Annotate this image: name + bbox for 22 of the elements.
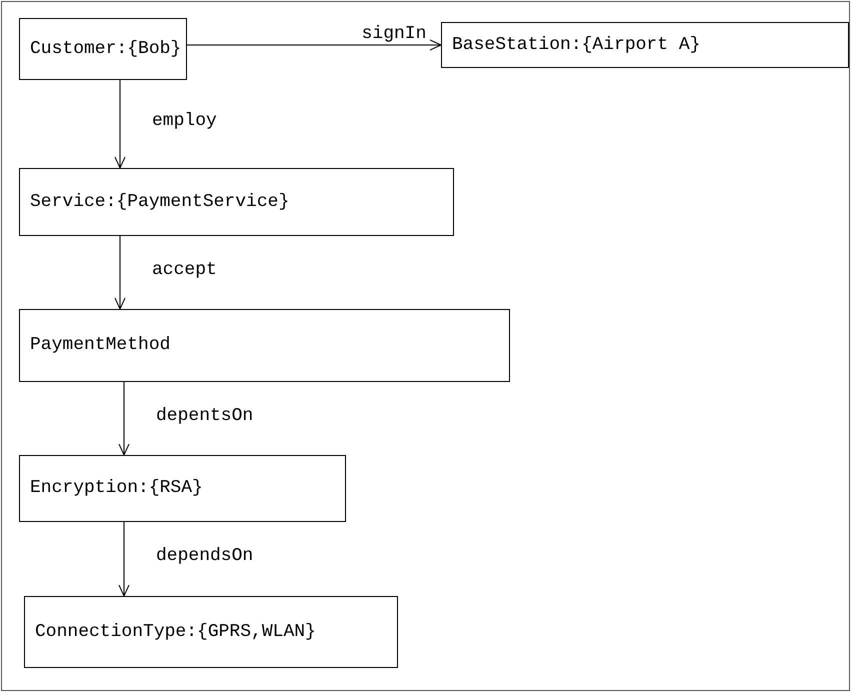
class-box (19, 168, 454, 236)
class-box (19, 309, 510, 382)
arrow (118, 522, 130, 596)
edge-label: accept (152, 260, 217, 278)
arrow (186, 40, 442, 50)
edge-label: employ (152, 112, 217, 130)
class-box (19, 18, 187, 80)
class-box (19, 455, 346, 522)
arrow (114, 236, 126, 310)
edge-label: dependsOn (156, 547, 254, 565)
node-label: ConnectionType:{GPRS,WLAN} (35, 620, 316, 644)
node-label: Encryption:{RSA} (30, 477, 203, 500)
node-label: Service:{PaymentService} (30, 190, 290, 214)
arrow (118, 382, 130, 456)
node-label: BaseStation:{Airport A} (452, 34, 700, 56)
node-label: Customer:{Bob} (30, 38, 182, 60)
edge-label: depentsOn (156, 406, 254, 424)
class-box (24, 596, 398, 668)
arrow (114, 80, 126, 168)
edge-label: signIn (362, 25, 426, 43)
node-label: PaymentMethod (30, 334, 170, 357)
class-box (441, 22, 849, 68)
